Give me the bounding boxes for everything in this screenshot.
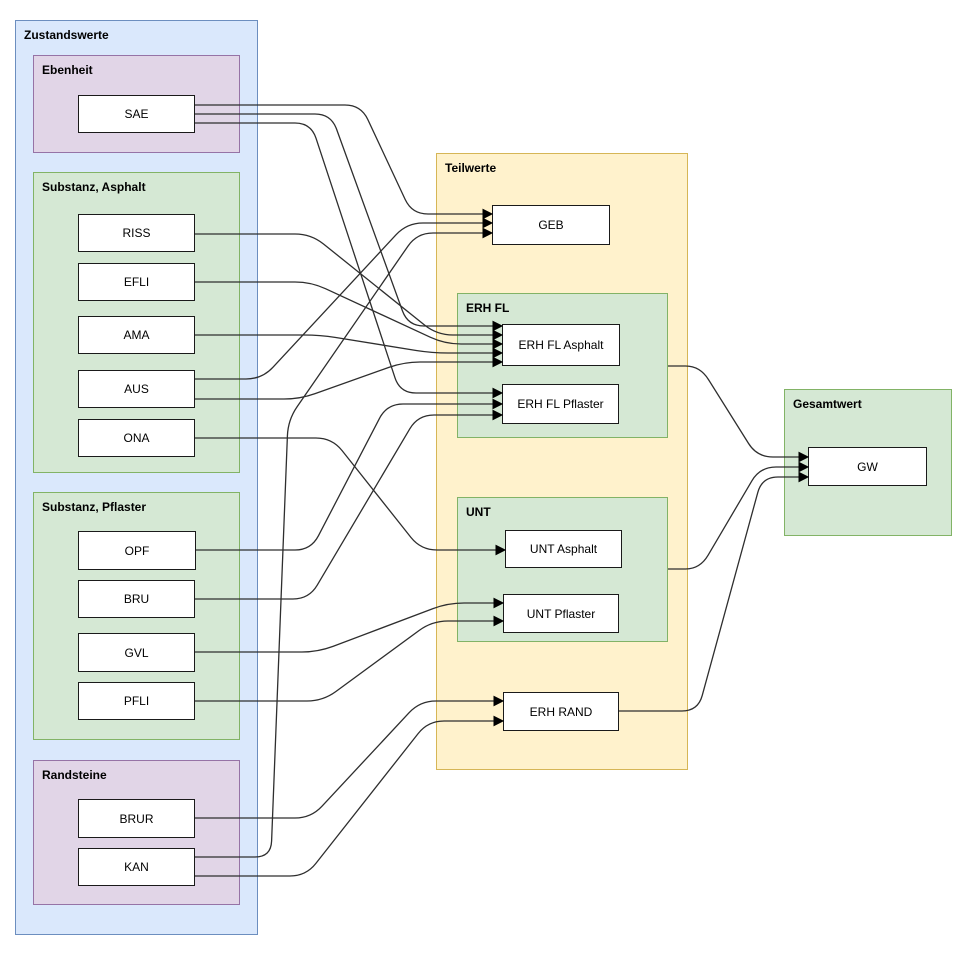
node-ona: ONA xyxy=(78,419,195,457)
node-pfli-label: PFLI xyxy=(123,694,150,708)
node-gvl-label: GVL xyxy=(124,645,149,660)
group-ebenheit-label: Ebenheit xyxy=(42,63,93,77)
group-gesamtwert-label: Gesamtwert xyxy=(793,397,862,411)
node-efli-label: EFLI xyxy=(123,275,150,289)
node-gw: GW xyxy=(808,447,927,486)
node-kan-label: KAN xyxy=(124,860,149,874)
node-erh-rand-label: ERH RAND xyxy=(529,704,593,719)
group-teilwerte: Teilwerte xyxy=(436,153,688,770)
node-geb-label: GEB xyxy=(538,218,564,232)
node-unt-asphalt-label: UNT Asphalt xyxy=(529,542,598,556)
node-aus-label: AUS xyxy=(124,382,149,396)
node-pfli: PFLI xyxy=(78,682,195,720)
group-substanz-pflaster-label: Substanz, Pflaster xyxy=(42,500,147,514)
node-bru: BRU xyxy=(78,580,195,618)
group-teilwerte-label: Teilwerte xyxy=(445,161,497,175)
node-opf: OPF xyxy=(78,531,196,570)
node-unt-asphalt: UNT Asphalt xyxy=(505,530,622,568)
group-zustandswerte-label: Zustandswerte xyxy=(24,28,109,42)
node-ama-label: AMA xyxy=(123,328,150,342)
node-erh-fl-asphalt-label: ERH FL Asphalt xyxy=(518,338,604,352)
node-ona-label: ONA xyxy=(123,431,150,445)
node-sae-label: SAE xyxy=(124,107,149,121)
node-erh-rand: ERH RAND xyxy=(503,692,619,731)
node-riss-label: RISS xyxy=(122,226,151,240)
node-riss: RISS xyxy=(78,214,195,252)
node-unt-pflaster: UNT Pflaster xyxy=(503,594,619,633)
node-brur: BRUR xyxy=(78,799,195,838)
group-erh-fl-label: ERH FL xyxy=(466,301,510,315)
node-ama: AMA xyxy=(78,316,195,354)
group-unt-label: UNT xyxy=(466,505,491,519)
group-substanz-asphalt-label: Substanz, Asphalt xyxy=(42,180,146,194)
group-randsteine-label: Randsteine xyxy=(42,768,107,782)
node-efli: EFLI xyxy=(78,263,195,301)
node-brur-label: BRUR xyxy=(119,811,154,826)
node-erh-fl-pflaster: ERH FL Pflaster xyxy=(502,384,619,424)
node-erh-fl-asphalt: ERH FL Asphalt xyxy=(502,324,620,366)
node-erh-fl-pflaster-label: ERH FL Pflaster xyxy=(517,397,604,411)
node-kan: KAN xyxy=(78,848,195,886)
node-gw-label: GW xyxy=(857,459,878,474)
node-opf-label: OPF xyxy=(124,543,150,558)
node-gvl: GVL xyxy=(78,633,195,672)
node-unt-pflaster-label: UNT Pflaster xyxy=(526,606,596,621)
node-sae: SAE xyxy=(78,95,195,133)
node-aus: AUS xyxy=(78,370,195,408)
node-geb: GEB xyxy=(492,205,610,245)
node-bru-label: BRU xyxy=(123,592,150,606)
